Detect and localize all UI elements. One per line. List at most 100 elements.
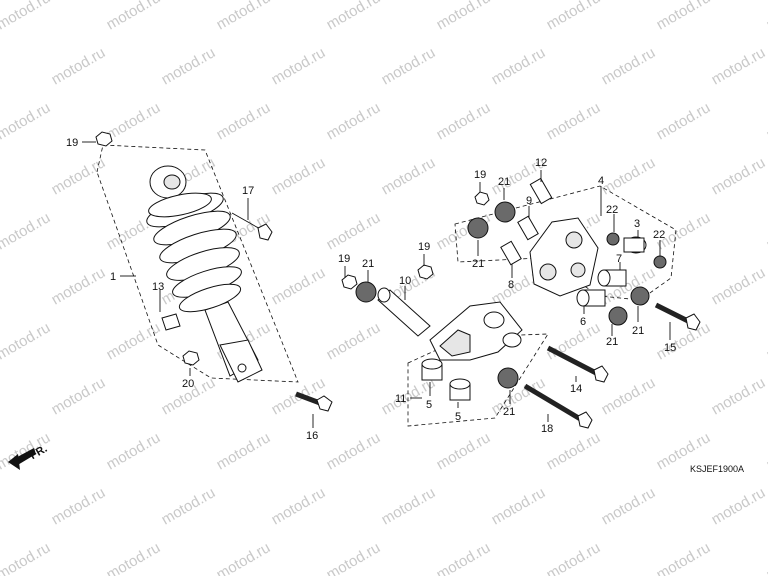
watermark-text: motod.ru (269, 154, 329, 198)
watermark-text: motod.ru (104, 99, 164, 143)
label-21-d: 21 (606, 336, 618, 348)
seal-21-a (467, 217, 489, 239)
label-11: 11 (395, 393, 406, 405)
watermark-text: motod.ru (49, 154, 109, 198)
seal-21-g (497, 367, 519, 389)
bolt-15 (654, 302, 701, 331)
watermark-text: motod.ru (214, 429, 274, 473)
label-13: 13 (152, 281, 164, 293)
watermark-text: motod.ru (544, 319, 604, 363)
label-17: 17 (242, 185, 254, 197)
label-19-a: 19 (66, 137, 78, 149)
watermark-text: motod.ru (709, 484, 768, 528)
label-8: 8 (508, 279, 514, 291)
collar-10 (377, 287, 431, 337)
watermark-text: motod.ru (214, 99, 274, 143)
label-14: 14 (570, 383, 582, 395)
watermark-text: motod.ru (764, 99, 768, 143)
label-19-b: 19 (474, 169, 486, 181)
collar-5-b (449, 378, 471, 401)
watermark-text: motod.ru (0, 539, 53, 576)
watermark-text: motod.ru (269, 484, 329, 528)
seal-21-b (494, 201, 516, 223)
pin-12 (529, 177, 553, 205)
watermark-text: motod.ru (654, 99, 714, 143)
nut-19-b (474, 191, 490, 206)
watermark-text: motod.ru (159, 44, 219, 88)
watermark-text: motod.ru (599, 374, 659, 418)
watermark-text: motod.ru (599, 154, 659, 198)
nut-19-top (95, 131, 113, 147)
watermark-text: motod.ru (489, 484, 549, 528)
watermark-text: motod.ru (654, 0, 714, 33)
watermark-text: motod.ru (434, 539, 494, 576)
watermark-text: motod.ru (49, 264, 109, 308)
watermark-text: motod.ru (709, 264, 768, 308)
watermark-text: motod.ru (0, 0, 53, 33)
watermark-text: motod.ru (324, 319, 384, 363)
watermark-text: motod.ru (709, 374, 768, 418)
label-16: 16 (306, 430, 318, 442)
nut-20 (182, 350, 200, 366)
watermark-text: motod.ru (324, 99, 384, 143)
watermark-text: motod.ru (544, 99, 604, 143)
label-12: 12 (535, 157, 547, 169)
watermark-text: motod.ru (269, 264, 329, 308)
label-21-b: 21 (498, 176, 510, 188)
watermark-text: motod.ru (709, 44, 768, 88)
pin-9 (517, 215, 539, 241)
watermark-text: motod.ru (104, 539, 164, 576)
label-19-d: 19 (418, 241, 430, 253)
watermark-text: motod.ru (379, 154, 439, 198)
watermark-text: motod.ru (489, 44, 549, 88)
watermark-text: motod.ru (0, 319, 53, 363)
watermark-text: motod.ru (544, 429, 604, 473)
collar-7 (597, 269, 627, 287)
label-1: 1 (110, 271, 116, 283)
pin-8 (500, 240, 522, 266)
label-18: 18 (541, 423, 553, 435)
watermark-text: motod.ru (764, 319, 768, 363)
label-6: 6 (580, 316, 586, 328)
collar-6 (576, 289, 606, 307)
label-10: 10 (399, 275, 411, 287)
label-22-a: 22 (606, 204, 618, 216)
diagram-code: KSJEF1900A (690, 464, 744, 474)
label-5-b: 5 (455, 411, 461, 423)
bolt-17 (231, 212, 273, 241)
watermark-text: motod.ru (104, 0, 164, 33)
label-21-c: 21 (632, 325, 644, 337)
seal-22-a (606, 232, 620, 246)
watermark-text: motod.ru (599, 484, 659, 528)
shock-absorber-group (82, 131, 333, 428)
label-21-a: 21 (472, 258, 484, 270)
label-22-b: 22 (653, 229, 665, 241)
watermark-text: motod.ru (544, 0, 604, 33)
watermark-text: motod.ru (764, 0, 768, 33)
label-21-e: 21 (362, 258, 374, 270)
watermark-text: motod.ru (104, 429, 164, 473)
watermark-text: motod.ru (214, 539, 274, 576)
collar-3 (623, 236, 647, 254)
label-7: 7 (616, 253, 622, 265)
watermark-text: motod.ru (214, 0, 274, 33)
watermark-text: motod.ru (49, 484, 109, 528)
seal-21-c (630, 286, 650, 306)
clip-13-shape (161, 313, 181, 331)
watermark-text: motod.ru (434, 99, 494, 143)
label-5-a: 5 (426, 399, 432, 411)
watermark-text: motod.ru (0, 209, 53, 253)
watermark-text: motod.ru (434, 0, 494, 33)
collar-5-a (421, 358, 443, 381)
label-9: 9 (526, 195, 532, 207)
watermark-text: motod.ru (654, 539, 714, 576)
watermark-text: motod.ru (269, 44, 329, 88)
label-21-g: 21 (503, 406, 515, 418)
bolt-18 (523, 383, 593, 429)
label-19-c: 19 (338, 253, 350, 265)
watermark-text: motod.ru (764, 429, 768, 473)
watermark-text: motod.ru (379, 44, 439, 88)
label-20: 20 (182, 378, 194, 390)
bolt-14 (546, 345, 609, 383)
